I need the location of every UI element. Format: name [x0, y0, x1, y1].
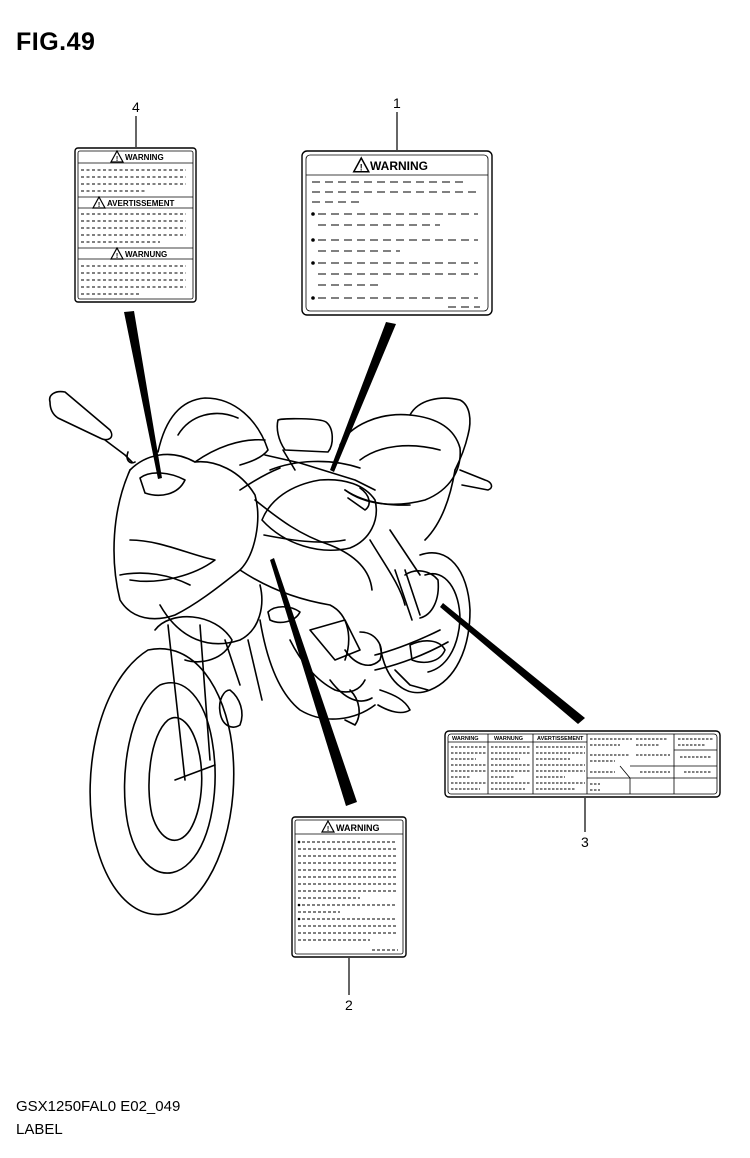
label-3: WARNING WARNUNG AVERTISSEMENT: [444, 730, 721, 798]
pointer-wedges: [124, 311, 585, 806]
callout-leaders: [135, 112, 586, 995]
label-3-heading-3: AVERTISSEMENT: [537, 736, 584, 742]
label-2-heading: WARNING: [336, 823, 380, 833]
label-4: WARNING AVERTISSEMENT WARNUNG: [74, 147, 197, 303]
label-4-heading-1: WARNING: [125, 153, 164, 162]
callout-number-1: 1: [393, 95, 401, 111]
callout-number-3: 3: [581, 834, 589, 850]
callout-number-2: 2: [345, 997, 353, 1013]
footer-section-name: LABEL: [16, 1121, 63, 1138]
label-4-heading-3: WARNUNG: [125, 250, 167, 259]
figure-title: FIG.49: [16, 28, 96, 56]
label-2: WARNING: [291, 816, 407, 958]
label-3-heading-2: WARNUNG: [494, 736, 523, 742]
footer-model-code: GSX1250FAL0 E02_049: [16, 1098, 181, 1115]
pointer-label-1: [330, 322, 396, 472]
label-4-heading-2: AVERTISSEMENT: [107, 199, 175, 208]
pointer-label-2: [270, 558, 357, 806]
motorcycle-outline: [48, 390, 493, 916]
label-3-heading-1: WARNING: [452, 736, 479, 742]
callout-number-4: 4: [132, 99, 140, 115]
pointer-label-3: [440, 603, 585, 724]
label-1: WARNING: [301, 150, 493, 316]
pointer-label-4: [124, 311, 162, 479]
label-1-heading: WARNING: [370, 159, 428, 173]
